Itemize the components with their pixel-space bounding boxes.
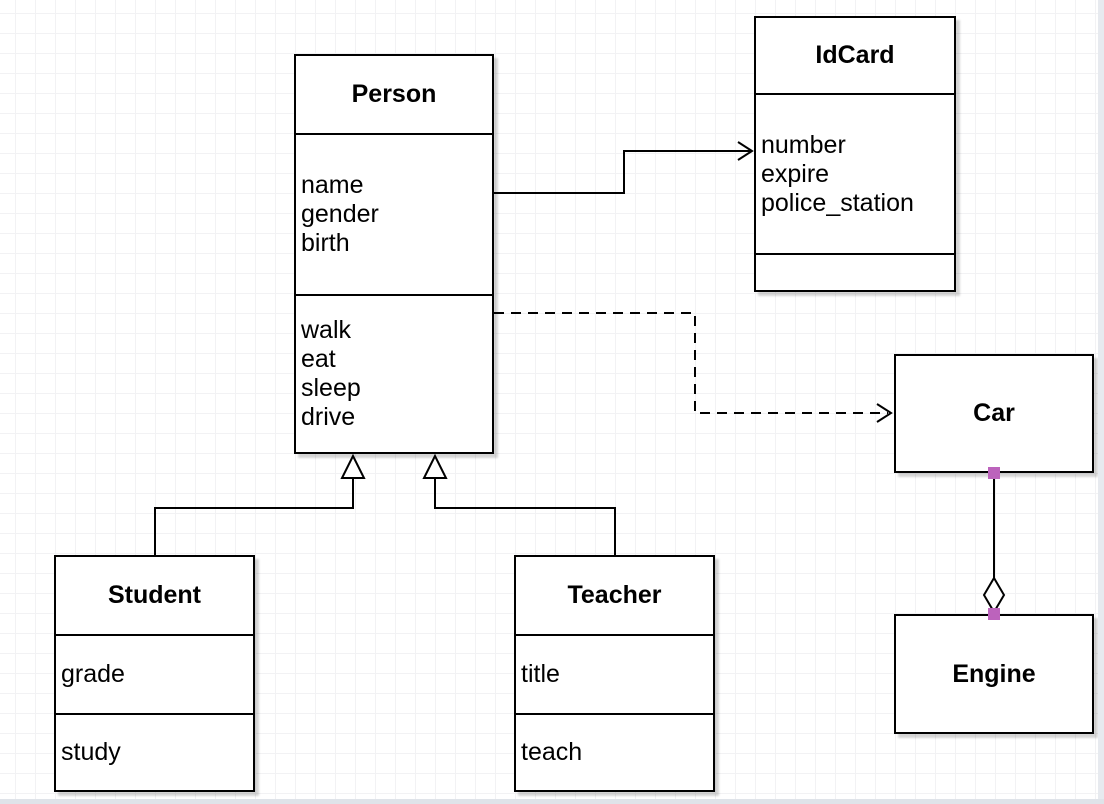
class-title: Teacher [567,581,662,609]
method: walk [301,316,352,344]
class-idcard[interactable]: IdCard number expire police_station [754,16,956,292]
class-teacher[interactable]: Teacher title teach [514,555,715,792]
horizontal-scrollbar-track[interactable] [0,799,1104,804]
method: sleep [301,374,361,402]
attribute: name [301,171,364,199]
class-car[interactable]: Car [894,354,1094,473]
class-attributes-compartment: number expire police_station [756,93,954,253]
class-title: Student [107,581,202,609]
attribute: gender [301,200,379,228]
class-attributes-compartment: grade [56,634,253,713]
edge-student-person[interactable] [154,453,366,555]
edge-car-engine[interactable] [982,467,1006,620]
class-methods-compartment: study [56,713,253,790]
class-title: IdCard [815,41,895,69]
vertical-scrollbar-track[interactable] [1098,0,1104,804]
hollow-diamond-icon [982,576,1006,614]
attribute: grade [61,660,125,688]
class-methods-compartment: walk eat sleep drive [296,294,492,452]
edge-person-car[interactable] [494,312,893,423]
hollow-triangle-icon [340,453,366,479]
class-title: Engine [952,659,1036,688]
class-title: Person [351,80,437,108]
attribute: expire [761,159,830,188]
attribute: birth [301,229,350,257]
method: drive [301,403,356,431]
open-arrowhead-icon [737,141,754,161]
method: eat [301,345,336,373]
edge-teacher-person[interactable] [422,453,616,555]
class-methods-compartment: teach [516,713,713,790]
attribute: title [521,660,560,688]
attribute: police_station [761,188,914,217]
open-arrowhead-icon [876,403,893,423]
hollow-triangle-icon [422,453,448,479]
class-engine[interactable]: Engine [894,614,1094,734]
class-title: Car [973,399,1015,427]
method: study [61,738,121,766]
method: teach [521,738,583,766]
class-person[interactable]: Person name gender birth walk eat sleep … [294,54,494,454]
class-attributes-compartment: name gender birth [296,133,492,294]
edge-person-idcard[interactable] [494,141,754,194]
class-methods-compartment [756,253,954,290]
class-attributes-compartment: title [516,634,713,713]
class-student[interactable]: Student grade study [54,555,255,792]
attribute: number [761,130,846,159]
